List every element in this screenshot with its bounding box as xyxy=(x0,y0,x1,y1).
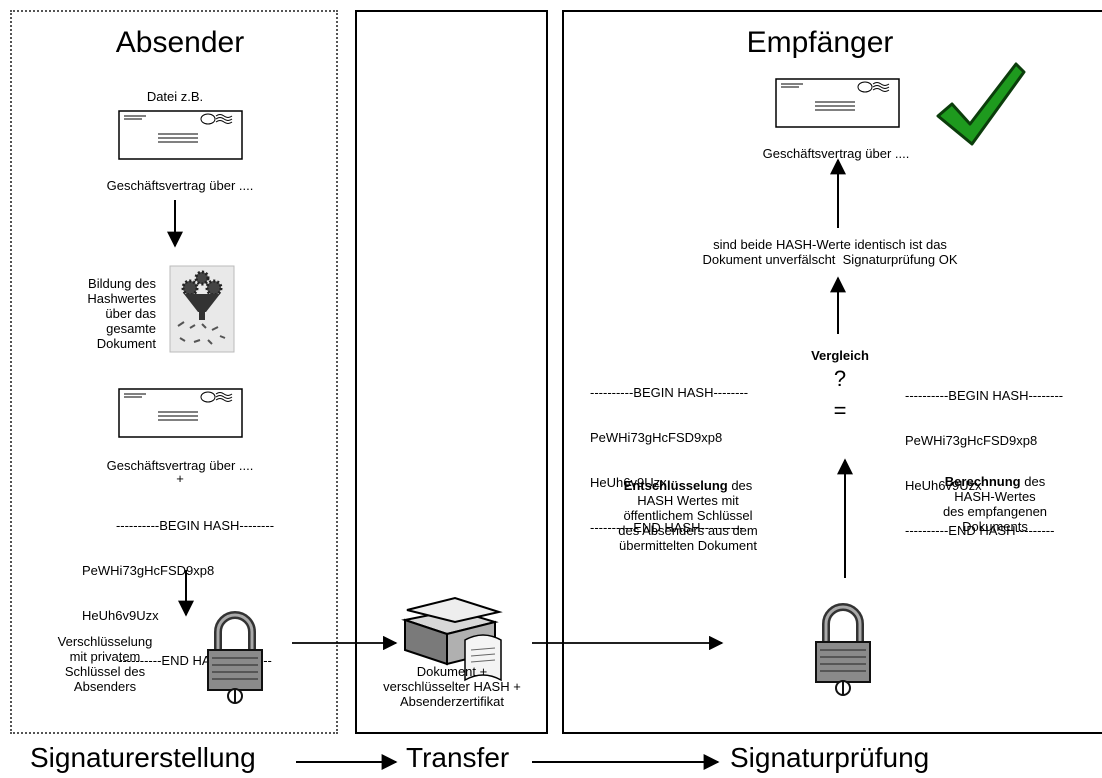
decrypt-step-text: Entschlüsselung des HASH Wertes mit öffe… xyxy=(618,478,758,553)
result-text: sind beide HASH-Werte identisch ist das … xyxy=(702,237,958,267)
contract-text-signed: Geschäftsvertrag über .... xyxy=(106,458,254,473)
decrypted-hash-block: ----------BEGIN HASH-------- PeWHi73gHcF… xyxy=(590,385,749,535)
compute-step-text: Berechnung des HASH-Wertes des empfangen… xyxy=(942,474,1048,534)
file-label: Datei z.B. xyxy=(146,89,204,104)
encrypt-step-text: Verschlüsselung mit privatem Schlüssel d… xyxy=(57,634,153,694)
transfer-package-text: Dokument + verschlüsselter HASH + Absend… xyxy=(383,664,521,709)
receiver-title: Empfänger xyxy=(746,26,894,59)
package-icon xyxy=(395,590,525,690)
padlock-icon xyxy=(200,610,270,706)
envelope-icon xyxy=(118,388,243,438)
sender-hash-block: ----------BEGIN HASH-------- PeWHi73gHcF… xyxy=(82,518,275,668)
sender-panel xyxy=(10,10,338,734)
stage-transfer: Transfer xyxy=(406,742,510,773)
contract-text: Geschäftsvertrag über .... xyxy=(106,178,254,193)
hash-step-text: Bildung des Hashwertes über das gesamte … xyxy=(87,276,156,351)
receiver-contract-text: Geschäftsvertrag über .... xyxy=(762,146,910,161)
checkmark-icon xyxy=(934,58,1026,148)
question-mark: ? xyxy=(833,366,847,391)
computed-hash-block: ----------BEGIN HASH-------- PeWHi73gHcF… xyxy=(905,388,1064,538)
hash-gears-icon xyxy=(168,264,236,354)
envelope-icon xyxy=(118,110,243,160)
equals-sign: = xyxy=(833,398,847,423)
padlock-icon xyxy=(810,602,876,698)
receiver-panel xyxy=(562,10,1102,734)
transfer-panel xyxy=(355,10,548,734)
stage-verification: Signaturprüfung xyxy=(730,742,930,773)
envelope-icon xyxy=(775,78,900,128)
stage-creation: Signaturerstellung xyxy=(30,742,256,773)
plus-sign: + xyxy=(176,471,184,486)
sender-title: Absender xyxy=(115,26,245,59)
compare-label: Vergleich xyxy=(811,348,869,363)
